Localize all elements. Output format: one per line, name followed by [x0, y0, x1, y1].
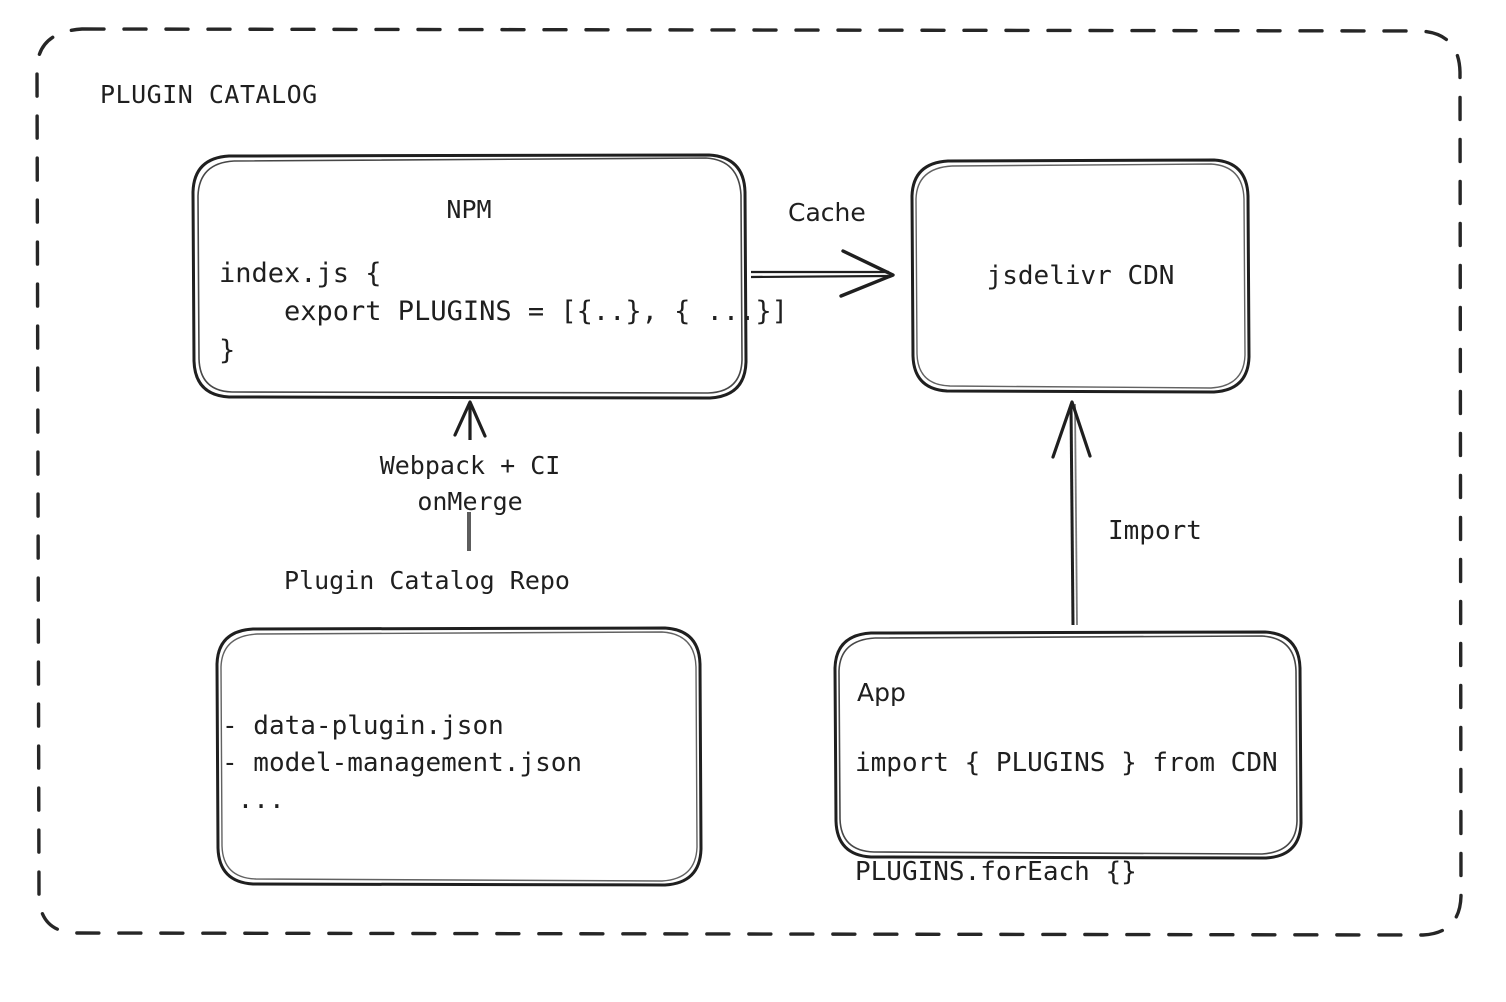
- node-npm-title: NPM: [446, 195, 492, 224]
- edge-import-arrow: [1051, 400, 1092, 626]
- node-app-code: import { PLUGINS } from CDN PLUGINS.forE…: [855, 748, 1278, 888]
- node-repo-code: - data-plugin.json - model-management.js…: [222, 711, 583, 815]
- edge-webpack-label: Webpack + CI onMerge: [379, 451, 561, 516]
- group-title: PLUGIN CATALOG: [100, 80, 318, 109]
- node-cdn-title: jsdelivr CDN: [986, 261, 1175, 291]
- node-npm-code: index.js { export PLUGINS = [{..}, { ...…: [219, 258, 788, 366]
- node-app-title: App: [857, 678, 906, 707]
- edge-cache-label: Cache: [788, 198, 866, 227]
- node-repo-label: Plugin Catalog Repo: [284, 566, 570, 595]
- edge-import-label: Import: [1108, 516, 1202, 546]
